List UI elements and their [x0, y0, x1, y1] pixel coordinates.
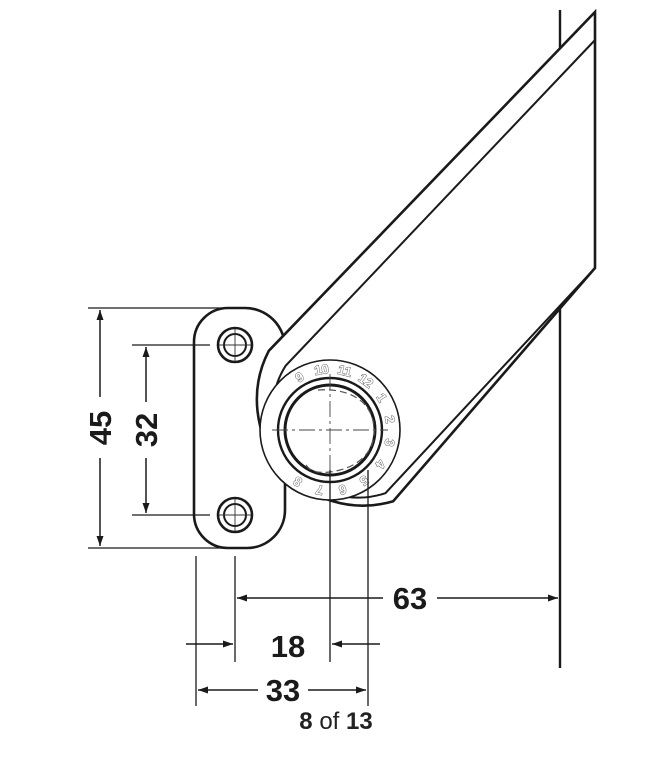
- dimension-63: 63: [237, 581, 558, 616]
- scale-number: 2: [382, 415, 398, 425]
- scale-number: 3: [382, 438, 398, 448]
- dimension-63-label: 63: [393, 581, 427, 616]
- extension-lines: [88, 307, 369, 706]
- scale-number: 10: [313, 361, 329, 378]
- dimension-32: 32: [129, 347, 164, 513]
- page-total: 13: [346, 708, 373, 735]
- page-current: 8: [299, 708, 313, 735]
- dimension-18: 18: [186, 629, 380, 664]
- page-separator: of: [319, 708, 340, 735]
- dimension-18-label: 18: [271, 629, 305, 664]
- dimension-33-label: 33: [266, 673, 300, 708]
- dimension-33: 33: [198, 673, 366, 708]
- scale-number: 11: [336, 362, 353, 380]
- dimension-45-label: 45: [83, 411, 118, 445]
- scale-number: 7: [315, 482, 325, 498]
- scale-number: 6: [338, 482, 348, 498]
- dimension-45: 45: [83, 310, 118, 546]
- dimension-32-label: 32: [129, 413, 164, 447]
- hub-hidden-cam-outline: [304, 389, 375, 473]
- page-indicator: 8 of 13: [0, 708, 672, 736]
- upper-mounting-hole: [216, 326, 254, 364]
- lower-mounting-hole: [216, 496, 254, 534]
